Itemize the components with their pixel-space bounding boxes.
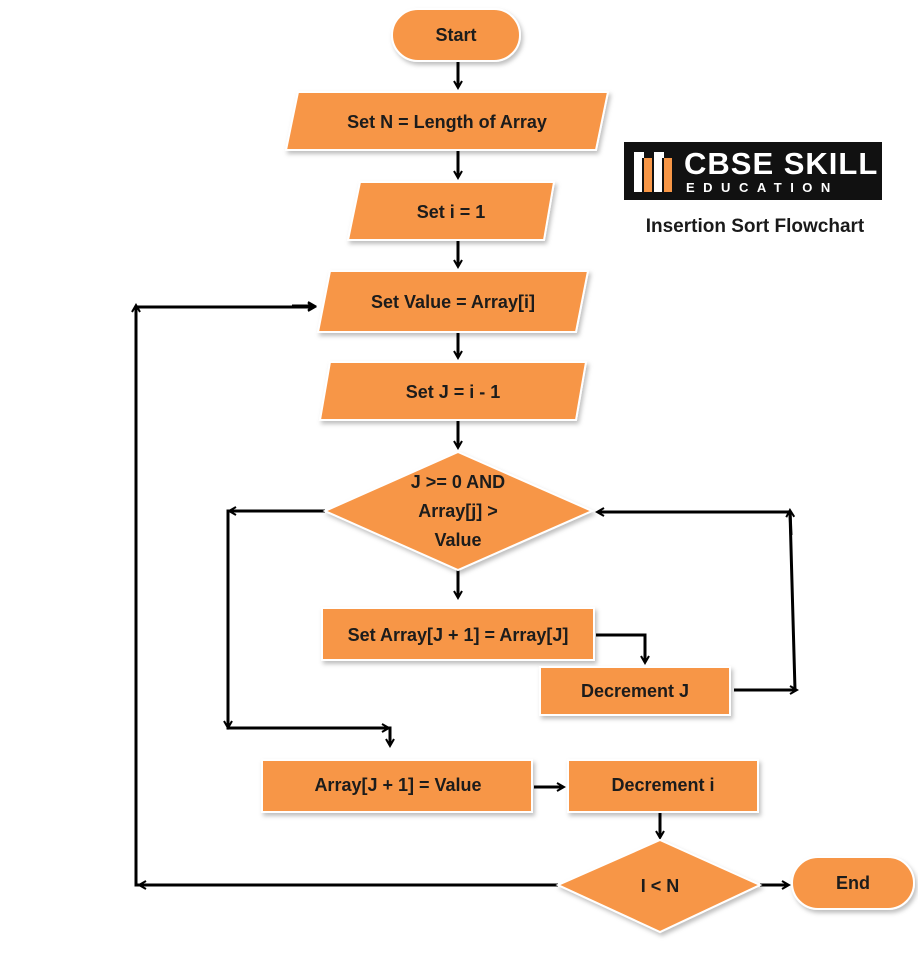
shift-label: Set Array[J + 1] = Array[J] — [348, 625, 569, 645]
end-label: End — [836, 873, 870, 893]
decrement-j-label: Decrement J — [581, 681, 689, 701]
arrow-outer-condition-loop-back — [134, 307, 558, 887]
set-i-label: Set i = 1 — [417, 202, 486, 222]
set-j-label: Set J = i - 1 — [406, 382, 501, 402]
inner-condition-line-2: Array[j] > — [418, 501, 498, 521]
set-value-label: Set Value = Array[i] — [371, 292, 535, 312]
end-node: End — [791, 856, 915, 910]
castle-tower-icon — [634, 152, 672, 192]
inner-condition-line-1: J >= 0 AND — [411, 472, 505, 492]
arrow-dec-j-loop-back — [598, 512, 797, 692]
start-label: Start — [435, 25, 476, 45]
insert-value-node: Array[J + 1] = Value — [261, 759, 533, 813]
set-n-label: Set N = Length of Array — [347, 112, 547, 132]
outer-condition-label: I < N — [641, 876, 680, 896]
set-i-node: Set i = 1 — [346, 181, 556, 241]
decrement-i-label: Decrement i — [611, 775, 714, 795]
set-value-node: Set Value = Array[i] — [316, 270, 590, 333]
diagram-caption: Insertion Sort Flowchart — [645, 216, 865, 237]
insert-value-label: Array[J + 1] = Value — [314, 775, 481, 795]
set-n-node: Set N = Length of Array — [284, 91, 610, 151]
inner-loop-condition-node: J >= 0 AND Array[j] > Value — [322, 450, 595, 572]
cbse-skill-education-logo: CBSE SKILL EDUCATION — [624, 142, 882, 200]
logo-subtitle: EDUCATION — [686, 180, 839, 195]
arrow-dec-j-up-head — [790, 511, 791, 536]
outer-loop-condition-node: I < N — [555, 838, 763, 934]
inner-condition-line-3: Value — [434, 530, 481, 550]
set-j-node: Set J = i - 1 — [318, 361, 588, 421]
decrement-i-node: Decrement i — [567, 759, 759, 813]
arrow-shift-to-dec-j — [596, 633, 645, 662]
logo-title: CBSE SKILL — [684, 146, 879, 181]
decrement-j-node: Decrement J — [539, 666, 731, 716]
start-node: Start — [391, 8, 521, 62]
connectors — [136, 62, 796, 885]
shift-node: Set Array[J + 1] = Array[J] — [321, 607, 595, 661]
